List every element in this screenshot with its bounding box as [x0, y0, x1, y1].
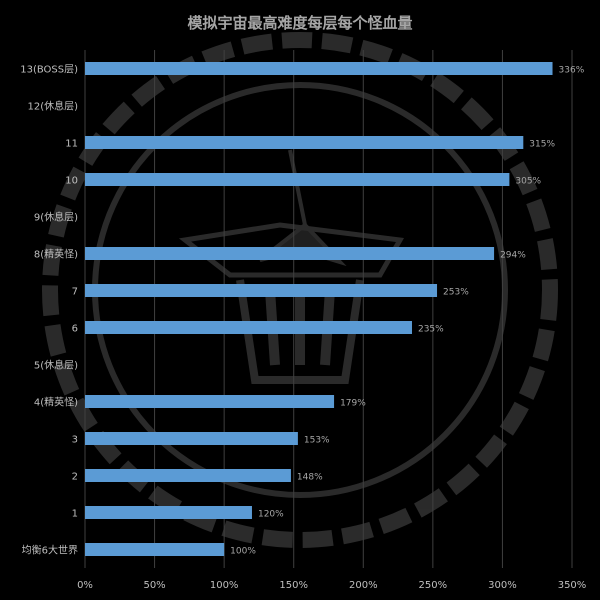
x-tick-label: 0%	[77, 580, 93, 591]
data-label: 305%	[515, 177, 541, 187]
y-category-label: 2	[72, 472, 78, 483]
x-axis-labels: 0% 50% 100% 150% 200% 250% 300% 350%	[77, 580, 586, 591]
x-tick-label: 350%	[558, 580, 587, 591]
y-category-label: 5(休息层)	[34, 359, 78, 372]
x-tick-label: 300%	[488, 580, 517, 591]
y-category-label: 1	[72, 509, 78, 520]
y-category-label: 6	[72, 324, 78, 335]
bar	[85, 395, 335, 408]
data-label: 120%	[258, 510, 284, 520]
bar	[85, 321, 412, 334]
data-label: 153%	[304, 436, 330, 446]
y-category-label: 9(休息层)	[34, 211, 78, 224]
y-category-label: 4(精英怪)	[34, 396, 78, 409]
y-category-label: 13(BOSS层)	[20, 64, 78, 76]
bar	[85, 506, 252, 519]
chart-title: 模拟宇宙最高难度每层每个怪血量	[187, 14, 412, 32]
data-label: 179%	[340, 399, 366, 409]
y-axis-labels: 13(BOSS层) 12(休息层) 11 10 9(休息层) 8(精英怪) 7 6 5(休息层)…	[20, 64, 78, 557]
bar	[85, 173, 510, 186]
data-label: 294%	[500, 251, 526, 261]
y-category-label: 11	[65, 139, 78, 150]
bar	[85, 284, 438, 297]
bar	[85, 247, 495, 260]
x-tick-label: 150%	[279, 580, 308, 591]
bar	[85, 136, 524, 149]
bar	[85, 62, 553, 75]
x-tick-label: 200%	[349, 580, 378, 591]
bar	[85, 432, 298, 445]
x-tick-label: 250%	[419, 580, 448, 591]
y-category-label: 7	[72, 287, 78, 298]
bar	[85, 543, 225, 556]
data-labels: 336% 315% 305% 294% 253% 235% 179% 153% 148% 120%…	[230, 66, 585, 557]
x-tick-label: 100%	[210, 580, 239, 591]
data-label: 235%	[418, 325, 444, 335]
bar	[85, 469, 291, 482]
data-label: 253%	[443, 288, 469, 298]
bar-series	[85, 62, 553, 556]
data-label: 315%	[529, 140, 555, 150]
data-label: 148%	[297, 473, 323, 483]
y-category-label: 3	[72, 435, 78, 446]
data-label: 336%	[559, 66, 585, 76]
y-category-label: 12(休息层)	[27, 100, 78, 113]
data-label: 100%	[230, 547, 256, 557]
y-category-label: 10	[65, 176, 78, 187]
y-category-label: 8(精英怪)	[34, 248, 78, 261]
y-category-label: 均衡6大世界	[22, 544, 78, 557]
x-tick-label: 50%	[143, 580, 165, 591]
